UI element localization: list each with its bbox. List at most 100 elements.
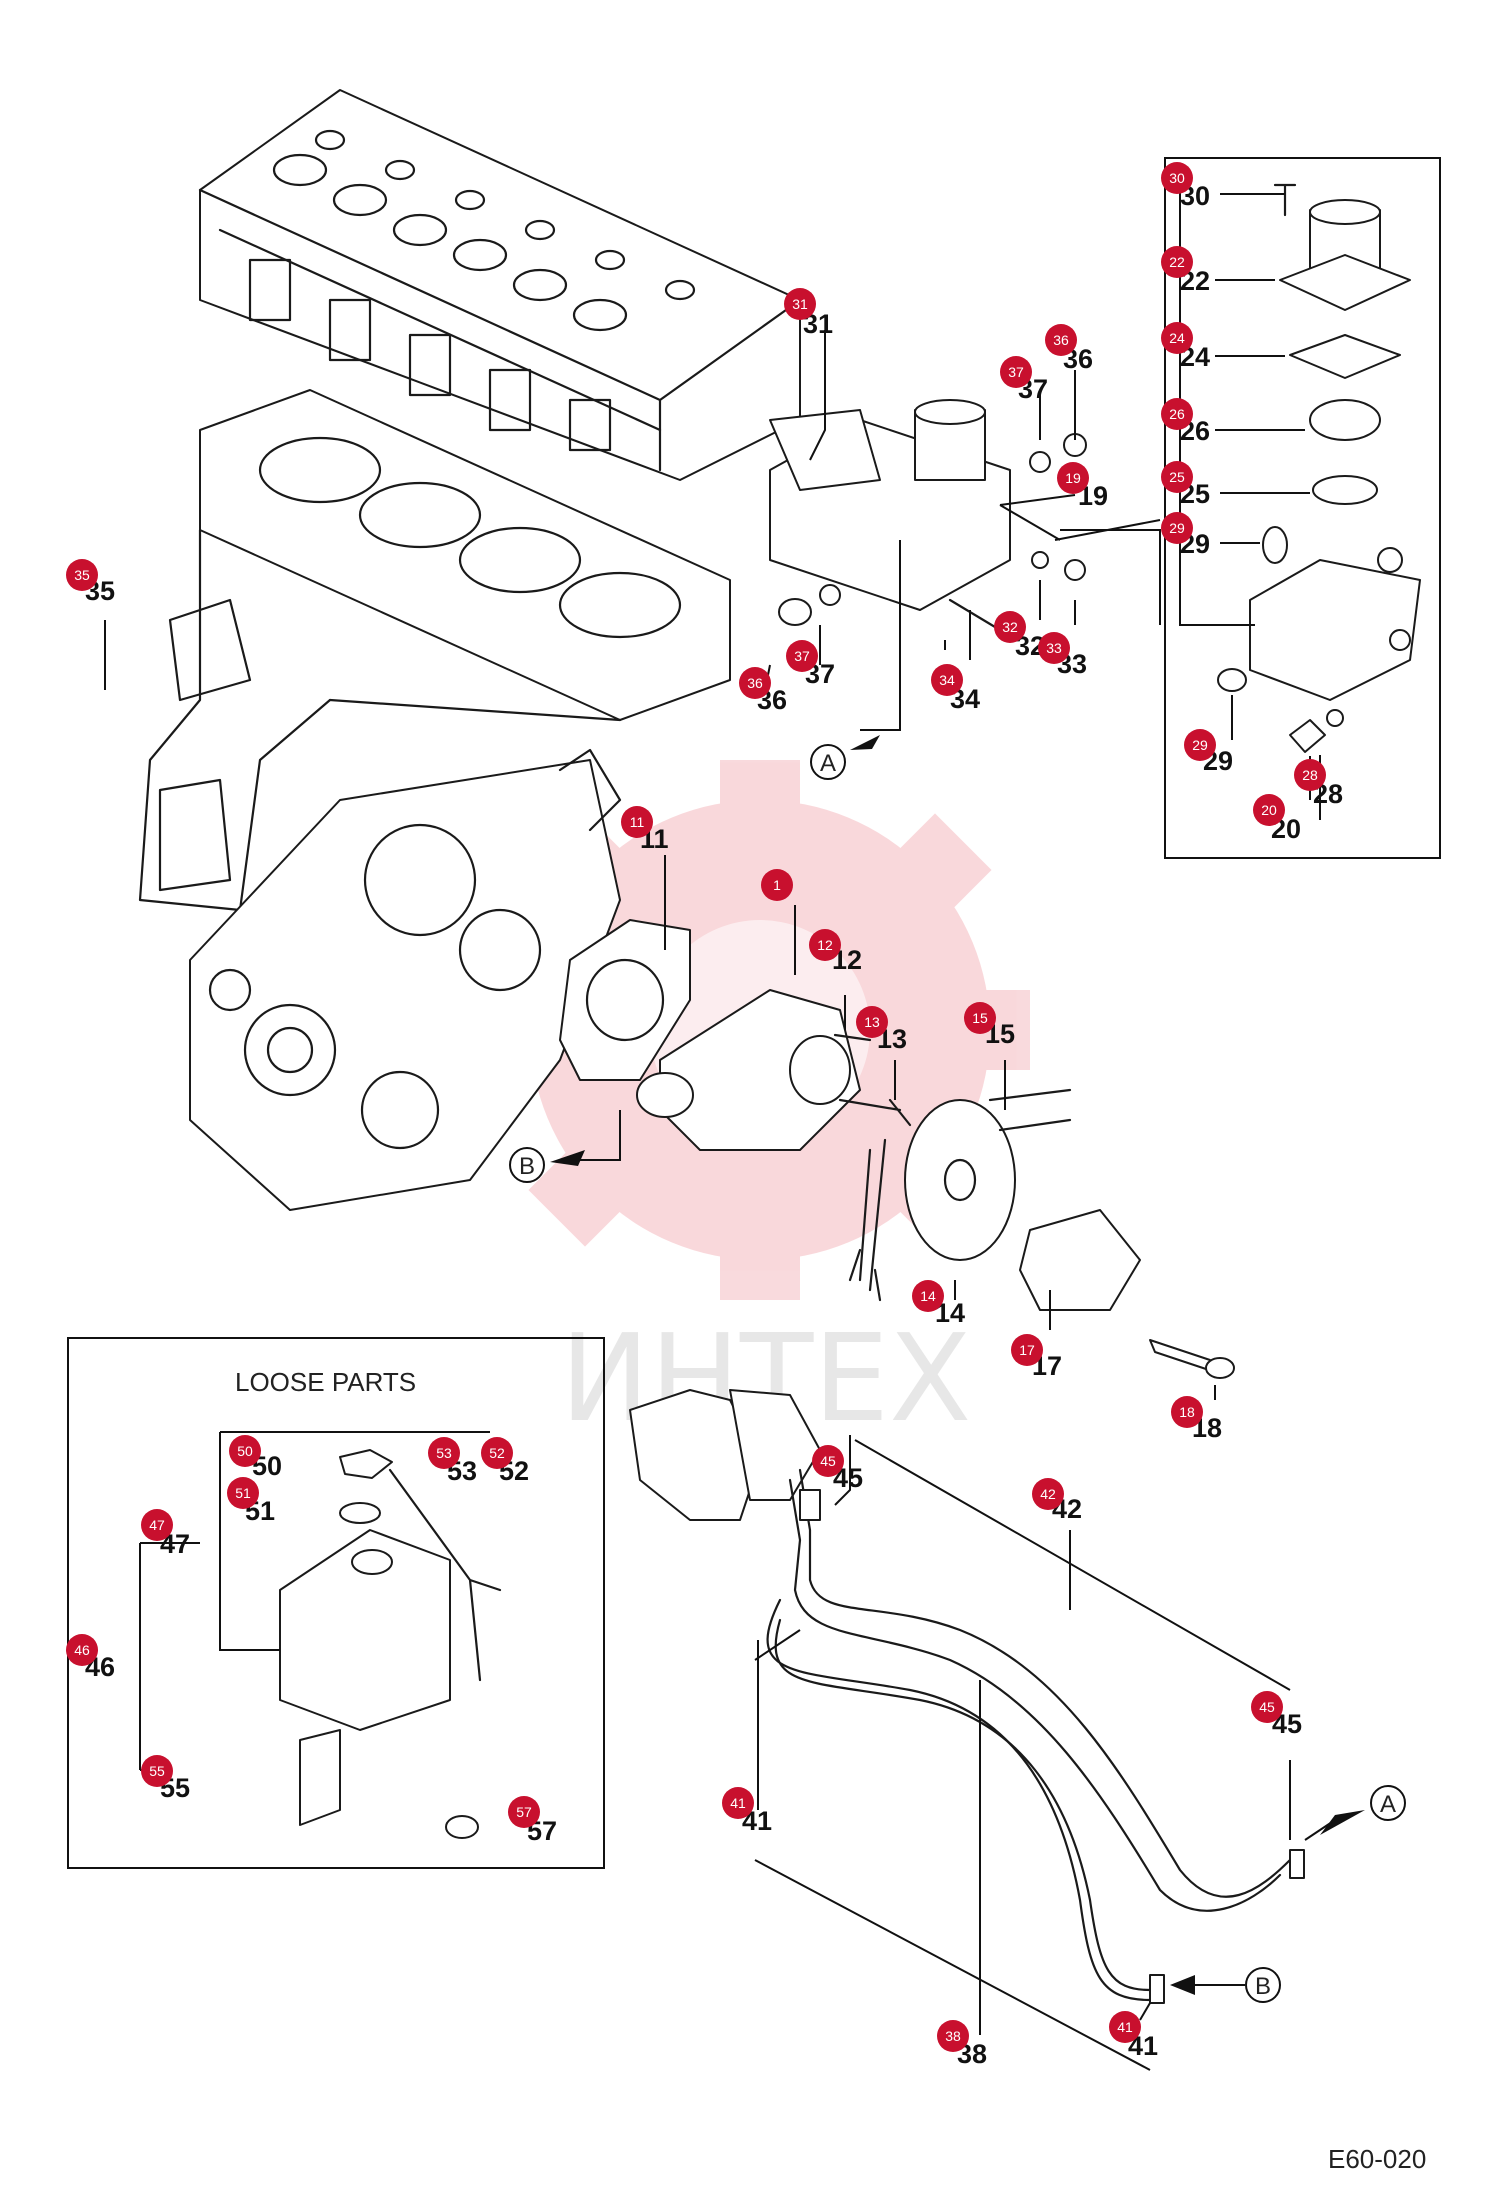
svg-text:30: 30 bbox=[1169, 170, 1185, 186]
svg-text:33: 33 bbox=[1046, 640, 1062, 656]
callout-badge-41: 41 bbox=[1109, 2011, 1141, 2043]
callout-badge-45: 45 bbox=[812, 1445, 844, 1477]
svg-text:14: 14 bbox=[920, 1288, 936, 1304]
view-ref-b-bottom: B bbox=[1170, 1967, 1281, 2003]
view-ref-b-top: B bbox=[509, 1147, 585, 1183]
svg-text:50: 50 bbox=[237, 1443, 253, 1459]
callout-badge-22: 22 bbox=[1161, 246, 1193, 278]
callout-badge-26: 26 bbox=[1161, 398, 1193, 430]
callout-badge-37: 37 bbox=[786, 640, 818, 672]
svg-text:22: 22 bbox=[1169, 254, 1185, 270]
svg-text:32: 32 bbox=[1002, 619, 1018, 635]
svg-text:26: 26 bbox=[1169, 406, 1185, 422]
svg-text:15: 15 bbox=[972, 1010, 988, 1026]
svg-text:41: 41 bbox=[1117, 2019, 1133, 2035]
svg-text:37: 37 bbox=[1008, 364, 1024, 380]
svg-text:41: 41 bbox=[730, 1795, 746, 1811]
svg-text:A: A bbox=[1380, 1791, 1396, 1818]
fan-pulley-drawing bbox=[848, 1088, 1235, 1379]
svg-text:12: 12 bbox=[817, 937, 833, 953]
leader-lines bbox=[104, 180, 1321, 2071]
svg-text:29: 29 bbox=[1169, 520, 1185, 536]
callouts: 30 30 22 22 24 24 26 26 25 25 29 29 29 2… bbox=[66, 162, 1343, 2069]
callout-badge-28: 28 bbox=[1294, 759, 1326, 791]
callout-badge-37: 37 bbox=[1000, 356, 1032, 388]
callout-badge-35: 35 bbox=[66, 559, 98, 591]
svg-text:29: 29 bbox=[1192, 737, 1208, 753]
thermostat-inset-drawing bbox=[1164, 157, 1441, 859]
svg-text:24: 24 bbox=[1169, 330, 1185, 346]
callout-badge-50: 50 bbox=[229, 1435, 261, 1467]
callout-badge-53: 53 bbox=[428, 1437, 460, 1469]
svg-text:38: 38 bbox=[945, 2028, 961, 2044]
svg-text:31: 31 bbox=[792, 296, 808, 312]
callout-badge-55: 55 bbox=[141, 1755, 173, 1787]
callout-badge-12: 12 bbox=[809, 929, 841, 961]
callout-badge-51: 51 bbox=[227, 1477, 259, 1509]
svg-text:57: 57 bbox=[516, 1804, 532, 1820]
callout-badge-47: 47 bbox=[141, 1509, 173, 1541]
svg-text:47: 47 bbox=[149, 1517, 165, 1533]
callout-badge-20: 20 bbox=[1253, 794, 1285, 826]
svg-text:11: 11 bbox=[630, 814, 645, 830]
loose-parts-panel: LOOSE PARTS bbox=[67, 1337, 605, 1869]
callout-badge-30: 30 bbox=[1161, 162, 1193, 194]
callout-badge-14: 14 bbox=[912, 1280, 944, 1312]
loose-parts-title: LOOSE PARTS bbox=[235, 1367, 416, 1397]
front-cover-drawing bbox=[189, 748, 622, 1211]
svg-text:A: A bbox=[820, 750, 836, 777]
svg-text:37: 37 bbox=[794, 648, 810, 664]
callout-badge-33: 33 bbox=[1038, 632, 1070, 664]
svg-text:28: 28 bbox=[1302, 767, 1318, 783]
svg-text:53: 53 bbox=[436, 1445, 452, 1461]
water-pump-drawing bbox=[559, 919, 912, 1151]
callout-badge-1: 1 bbox=[761, 869, 793, 901]
svg-text:17: 17 bbox=[1019, 1342, 1035, 1358]
callout-badge-52: 52 bbox=[481, 1437, 513, 1469]
svg-text:20: 20 bbox=[1261, 802, 1277, 818]
callout-badge-46: 46 bbox=[66, 1634, 98, 1666]
callout-badge-34: 34 bbox=[931, 664, 963, 696]
callout-badge-29: 29 bbox=[1161, 512, 1193, 544]
svg-text:52: 52 bbox=[489, 1445, 505, 1461]
svg-text:36: 36 bbox=[747, 675, 763, 691]
view-ref-a-bottom: A bbox=[1304, 1785, 1406, 1841]
callout-badge-19: 19 bbox=[1057, 462, 1089, 494]
svg-text:55: 55 bbox=[149, 1763, 165, 1779]
svg-text:B: B bbox=[519, 1153, 535, 1180]
svg-text:13: 13 bbox=[864, 1014, 880, 1030]
callout-badge-17: 17 bbox=[1011, 1334, 1043, 1366]
callout-badge-15: 15 bbox=[964, 1002, 996, 1034]
callout-badge-36: 36 bbox=[739, 667, 771, 699]
callout-badge-25: 25 bbox=[1161, 461, 1193, 493]
callout-badge-45: 45 bbox=[1251, 1691, 1283, 1723]
svg-text:19: 19 bbox=[1065, 470, 1081, 486]
thermostat-housing-drawing bbox=[769, 399, 1087, 642]
view-ref-a-top: A bbox=[810, 735, 880, 780]
svg-text:45: 45 bbox=[820, 1453, 836, 1469]
svg-text:45: 45 bbox=[1259, 1699, 1275, 1715]
callout-badge-24: 24 bbox=[1161, 322, 1193, 354]
callout-badge-36: 36 bbox=[1045, 324, 1077, 356]
callout-badge-38: 38 bbox=[937, 2020, 969, 2052]
callout-badge-29: 29 bbox=[1184, 729, 1216, 761]
callout-badge-57: 57 bbox=[508, 1796, 540, 1828]
hoses-drawing bbox=[629, 1389, 1305, 2004]
svg-text:35: 35 bbox=[74, 567, 90, 583]
svg-text:B: B bbox=[1255, 1973, 1271, 2000]
svg-text:34: 34 bbox=[939, 672, 955, 688]
svg-text:1: 1 bbox=[773, 877, 781, 893]
svg-text:46: 46 bbox=[74, 1642, 90, 1658]
svg-text:42: 42 bbox=[1040, 1486, 1056, 1502]
svg-text:36: 36 bbox=[1053, 332, 1069, 348]
engine-block-drawing bbox=[138, 389, 731, 912]
svg-text:25: 25 bbox=[1169, 469, 1185, 485]
callout-badge-31: 31 bbox=[784, 288, 816, 320]
callout-badge-18: 18 bbox=[1171, 1396, 1203, 1428]
callout-badge-13: 13 bbox=[856, 1006, 888, 1038]
drawing-code: E60-020 bbox=[1328, 2144, 1426, 2174]
callout-badge-32: 32 bbox=[994, 611, 1026, 643]
callout-badge-42: 42 bbox=[1032, 1478, 1064, 1510]
svg-text:51: 51 bbox=[235, 1485, 251, 1501]
